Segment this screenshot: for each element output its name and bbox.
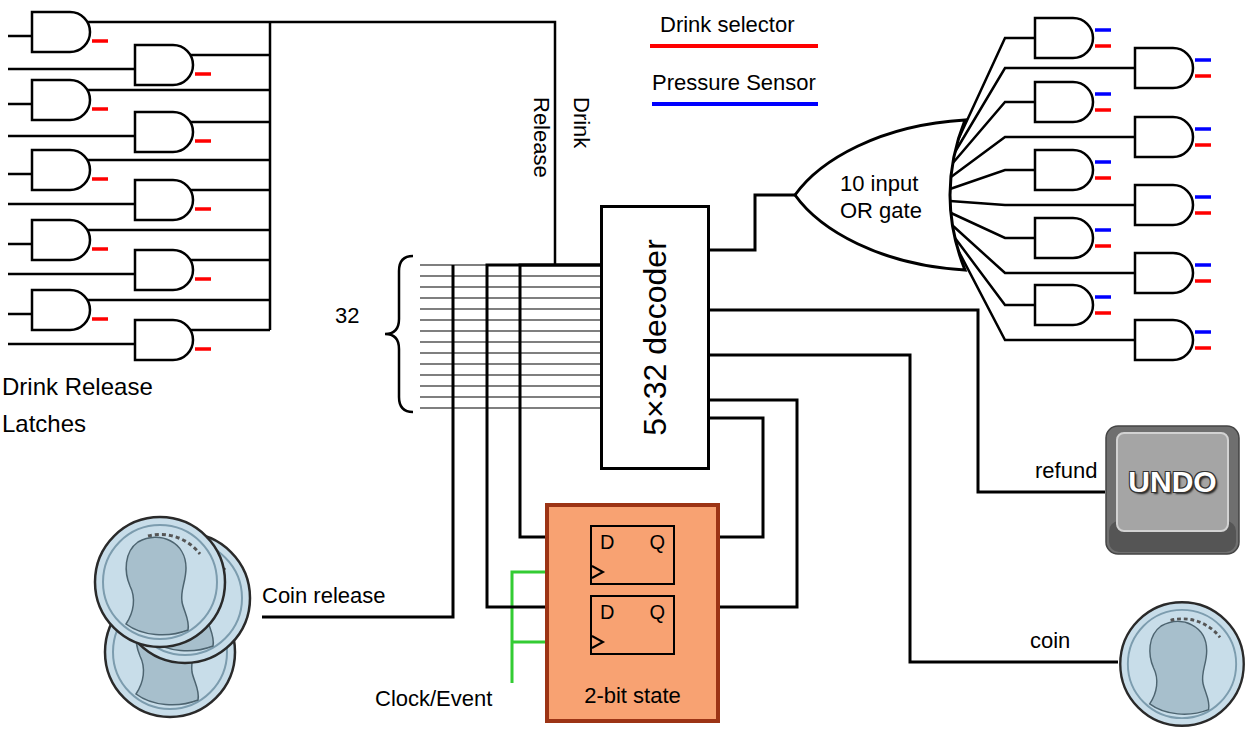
and-gate xyxy=(1135,253,1193,293)
signal-wire xyxy=(710,195,795,250)
pin-label: Q xyxy=(649,531,665,554)
bus-bracket xyxy=(385,256,413,412)
and-gate xyxy=(1135,117,1193,157)
decoder-box: 5×32 decoder xyxy=(600,205,710,470)
signal-wire xyxy=(520,265,600,537)
label-holder: Drink Release xyxy=(511,92,611,192)
gate-label: 10 input OR gate xyxy=(840,170,950,224)
key-cap xyxy=(1117,433,1228,531)
key-label: UNDO xyxy=(1117,433,1228,531)
coin-stack xyxy=(95,517,225,647)
and-gate xyxy=(32,12,90,52)
d-flip-flop: DQ xyxy=(590,595,675,655)
or-gate: 10 input OR gate xyxy=(795,120,965,270)
or-gate-outline xyxy=(795,120,965,270)
latch-wire xyxy=(8,22,555,344)
and-gate xyxy=(1035,150,1093,190)
bus-line xyxy=(420,265,600,408)
and-gate xyxy=(1035,18,1093,58)
and-gate xyxy=(1035,82,1093,122)
and-gate xyxy=(135,180,193,220)
drink-selector-stub xyxy=(1095,46,1211,348)
and-gate xyxy=(135,250,193,290)
and-gate xyxy=(135,112,193,152)
drink-selector-stub xyxy=(92,41,211,349)
and-gate xyxy=(135,45,193,85)
d-flip-flop: DQ xyxy=(590,525,675,585)
legend-line xyxy=(652,102,818,106)
latch-caption: Drink Release Latches xyxy=(2,368,192,442)
pressure-sensor-stub xyxy=(1095,30,1211,332)
latch-wire xyxy=(62,22,555,265)
clock-symbol xyxy=(592,636,603,648)
pin-label: Q xyxy=(649,601,665,624)
bus-line xyxy=(420,265,600,408)
and-gate xyxy=(32,80,90,120)
signal-label: Clock/Event xyxy=(375,686,492,711)
and-gate xyxy=(1135,48,1193,88)
register-label: 2-bit state xyxy=(549,683,716,709)
and-gate xyxy=(32,290,90,330)
and-gate xyxy=(1035,285,1093,325)
or-input-wire xyxy=(950,38,1135,340)
edge-label: refund xyxy=(1035,458,1097,483)
and-gate xyxy=(1035,18,1193,360)
pin-label: D xyxy=(600,601,614,624)
or-input-wire xyxy=(950,38,1135,340)
key-cap xyxy=(1106,426,1239,554)
and-gate xyxy=(32,220,90,260)
and-gate xyxy=(32,12,193,360)
legend-text: Pressure Sensor xyxy=(652,70,816,95)
coin-stack xyxy=(95,517,250,717)
latch-wire xyxy=(8,69,135,344)
legend-row: Drink selector xyxy=(660,12,794,37)
legend-line xyxy=(650,44,818,48)
and-gate xyxy=(1135,185,1193,225)
legend-row: Pressure Sensor xyxy=(652,70,816,95)
pin-label: D xyxy=(600,531,614,554)
latch-wire xyxy=(269,22,272,330)
coin-icon xyxy=(1120,602,1244,726)
and-gate xyxy=(32,150,90,190)
and-gate xyxy=(1135,320,1193,360)
clock-symbol xyxy=(592,566,603,578)
drink-selector-stub xyxy=(92,41,211,349)
and-gate xyxy=(135,320,193,360)
latch-wire xyxy=(8,36,32,314)
and-gate xyxy=(1035,218,1093,258)
signal-label: Drink Release xyxy=(521,97,601,187)
coin-icon xyxy=(1120,602,1244,726)
state-register: 2-bit stateDQDQ xyxy=(545,503,720,723)
signal-wire xyxy=(262,265,453,617)
legend-text: Drink selector xyxy=(660,12,794,37)
pressure-sensor-stub xyxy=(1095,30,1211,332)
undo-key: UNDO xyxy=(1105,425,1240,555)
signal-label: coin xyxy=(1030,628,1070,653)
bus-width: 32 xyxy=(335,303,359,328)
signal-label: Coin release xyxy=(262,583,386,608)
decoder-label: 5×32 decoder xyxy=(637,239,674,436)
drink-selector-stub xyxy=(1095,46,1211,348)
